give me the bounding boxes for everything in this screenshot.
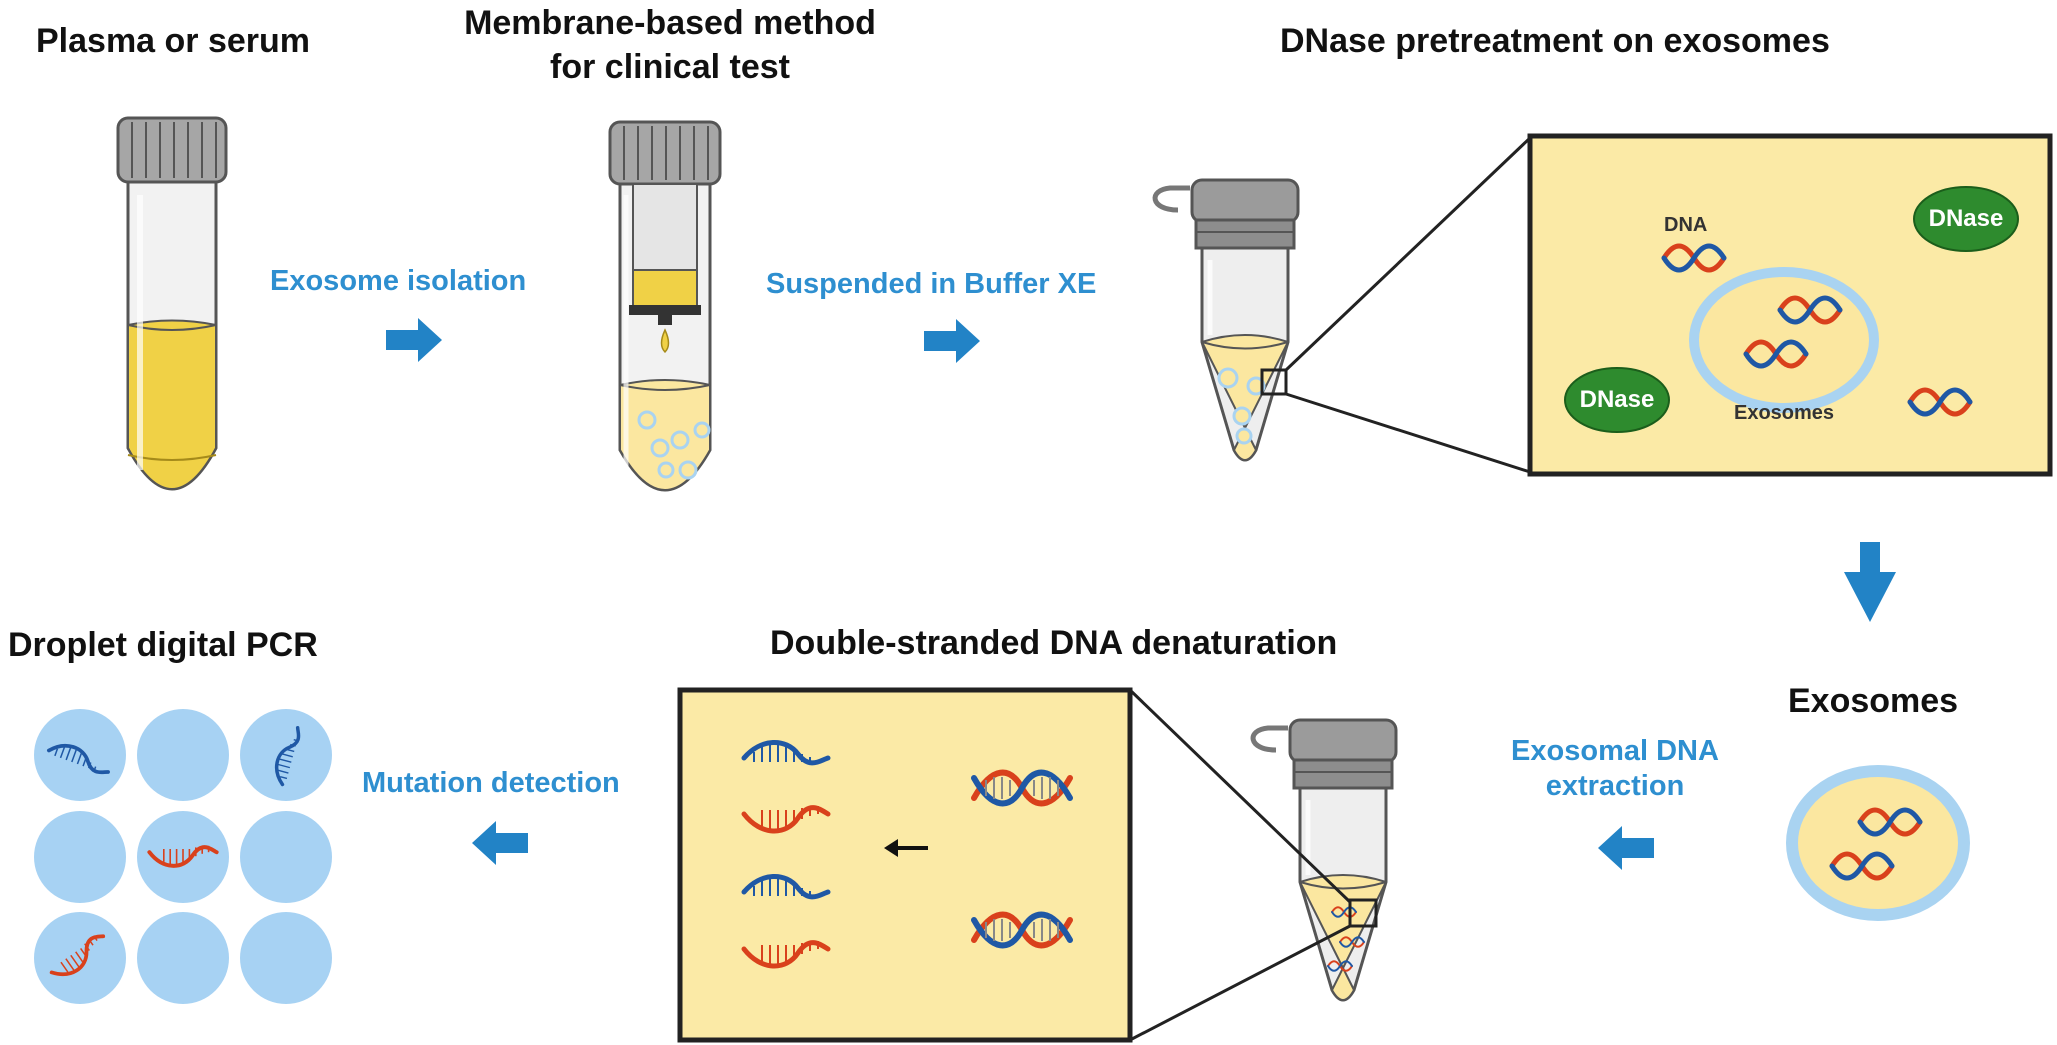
arrow-icon-isolation xyxy=(386,318,442,362)
label-dnase-1: DNase xyxy=(1928,205,2004,232)
zoom-line xyxy=(1284,136,1532,372)
title-membrane-line2: for clinical test xyxy=(550,48,790,86)
droplet-icon xyxy=(137,912,229,1004)
droplet-icon xyxy=(240,811,332,903)
microtube-icon-bottom xyxy=(1253,720,1396,1000)
title-ddpcr: Droplet digital PCR xyxy=(8,626,318,664)
dnase-enzyme-icon xyxy=(1913,186,2019,252)
title-dnase-pretreatment: DNase pretreatment on exosomes xyxy=(1280,22,1830,60)
title-plasma: Plasma or serum xyxy=(36,22,311,60)
label-dna: DNA xyxy=(1664,214,1708,236)
down-arrow-icon xyxy=(1844,542,1896,622)
title-exosomes: Exosomes xyxy=(1788,682,1959,720)
zoom-panel-bottom xyxy=(677,687,1133,1043)
exosome-icon xyxy=(1689,267,1879,413)
left-arrow-icon xyxy=(884,839,928,857)
step-extraction-line1: Exosomal DNA xyxy=(1511,735,1719,767)
zoom-line xyxy=(1128,688,1352,904)
droplet-icon xyxy=(137,709,229,801)
step-mutation-detection: Mutation detection xyxy=(362,767,620,799)
label-dnase-2: DNase xyxy=(1579,386,1655,413)
step-suspended-buffer: Suspended in Buffer XE xyxy=(766,268,1097,300)
plasma-tube-icon xyxy=(116,116,228,491)
zoom-panel-top xyxy=(1527,133,2053,477)
droplet-icon xyxy=(240,912,332,1004)
droplet-icon xyxy=(34,811,126,903)
step-extraction-line2: extraction xyxy=(1545,770,1685,802)
arrow-icon-mutation xyxy=(472,821,528,865)
arrow-icon-suspended xyxy=(924,319,980,363)
zoom-line xyxy=(1129,924,1351,1042)
title-denaturation: Double-stranded DNA denaturation xyxy=(770,624,1338,662)
zoom-line xyxy=(1285,392,1531,474)
step-exosome-isolation: Exosome isolation xyxy=(270,265,527,297)
microtube-icon-top xyxy=(1155,180,1298,460)
dnase-enzyme-icon xyxy=(1564,367,1670,433)
title-membrane-line1: Membrane-based method xyxy=(464,4,876,42)
exosome-icon-large xyxy=(1786,765,1970,921)
filter-column-icon xyxy=(608,120,722,492)
label-exosomes-zoom: Exosomes xyxy=(1734,402,1835,424)
arrow-icon-extraction xyxy=(1598,826,1654,870)
droplet-grid xyxy=(34,709,332,1004)
